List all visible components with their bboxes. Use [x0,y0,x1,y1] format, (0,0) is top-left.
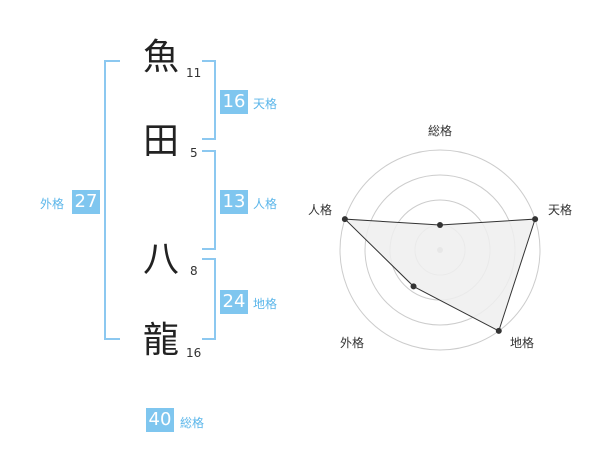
name-char-1: 魚 [143,37,180,78]
jinkaku-bracket [202,150,216,250]
stroke-count-3: 8 [190,264,198,278]
radar-grid-ring [339,149,541,351]
radar-label-tenkaku: 天格 [548,203,573,217]
jinkaku-value: 13 [220,190,248,214]
soukaku-label: 総格 [180,416,205,430]
radar-point-0 [437,222,443,228]
stroke-count-4: 16 [186,346,202,360]
radar-point-3 [410,283,417,290]
tenkaku-bracket [202,60,216,140]
radar-points [341,216,539,334]
name-char-4: 龍 [143,320,180,361]
soukaku-value: 40 [146,408,174,432]
radar-label-soukaku: 総格 [428,124,453,138]
tenkaku-label: 天格 [253,97,278,111]
chikaku-bracket [202,258,216,340]
radar-point-1 [532,216,539,223]
radar-label-chikaku: 地格 [510,336,535,350]
radar-label-gaikaku: 外格 [340,336,365,350]
radar-polygon [343,218,536,332]
radar-label-jinkaku: 人格 [308,203,333,217]
stroke-count-1: 11 [186,66,202,80]
radar-point-2 [495,327,502,334]
gaikaku-bracket [104,60,120,340]
jinkaku-label: 人格 [253,197,278,211]
tenkaku-value: 16 [220,90,248,114]
name-char-2: 田 [143,121,180,162]
gaikaku-value: 27 [72,190,100,214]
gaikaku-label: 外格 [40,197,65,211]
radar-point-4 [341,216,348,223]
chikaku-value: 24 [220,290,248,314]
stroke-count-2: 5 [190,146,198,160]
chikaku-label: 地格 [253,297,278,311]
name-char-3: 八 [143,239,180,280]
